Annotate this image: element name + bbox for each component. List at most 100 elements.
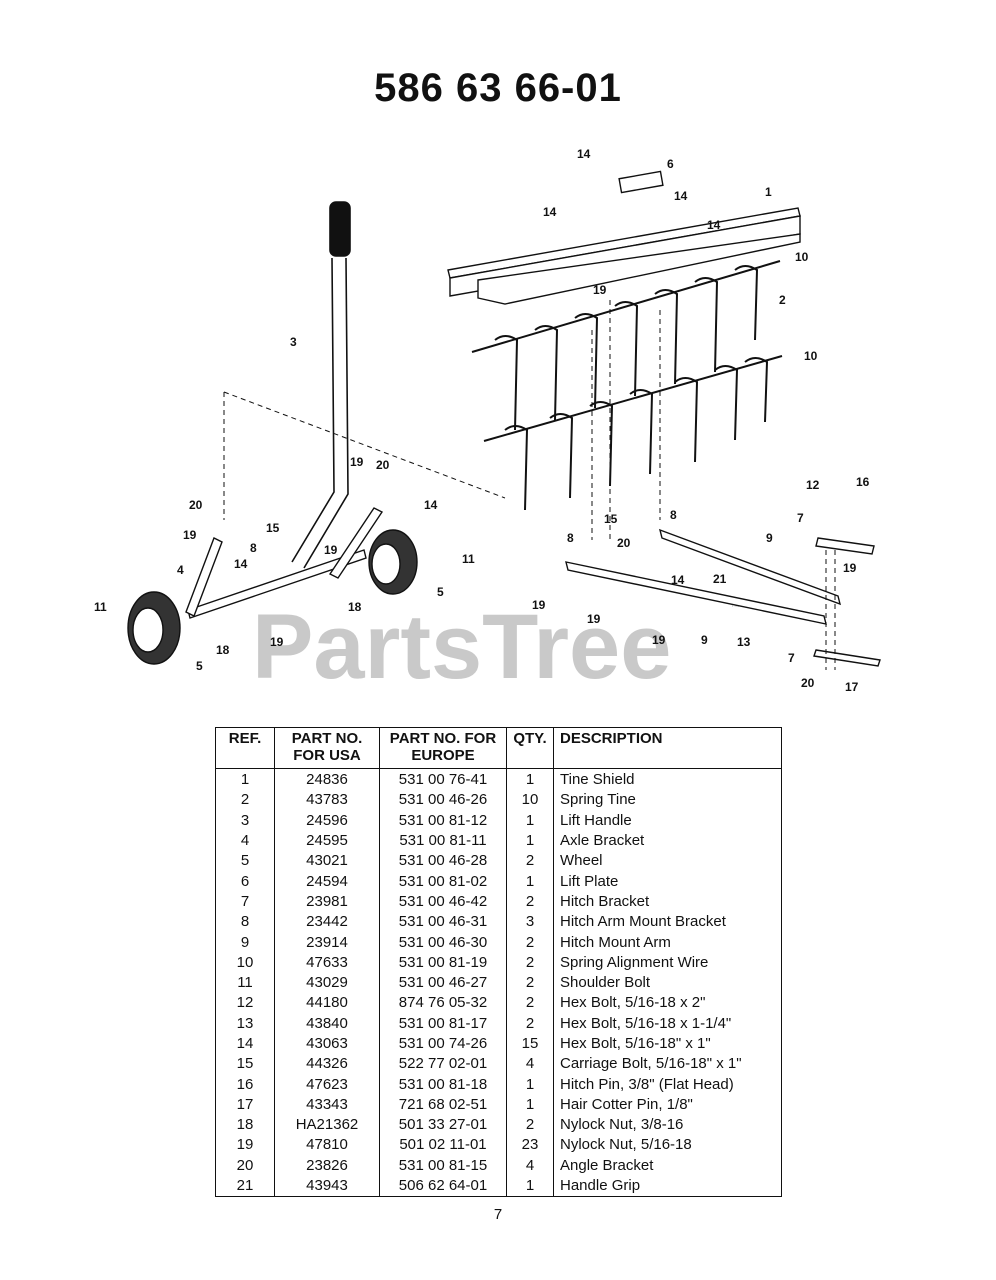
table-cell-ref: 10 <box>215 952 275 973</box>
callout-19b: 19 <box>350 455 364 469</box>
table-cell-europe: 531 00 81-19 <box>379 952 507 973</box>
callout-14b: 14 <box>674 189 688 203</box>
table-cell-usa: 44326 <box>274 1054 380 1075</box>
table-cell-desc: Hitch Arm Mount Bracket <box>553 912 782 933</box>
table-cell-ref: 5 <box>215 851 275 872</box>
callout-14g: 14 <box>671 573 685 587</box>
table-cell-usa: 43783 <box>274 790 380 811</box>
header-ref: REF. <box>215 727 275 769</box>
table-cell-ref: 14 <box>215 1033 275 1055</box>
table-cell-desc: Nylock Nut, 3/8-16 <box>553 1115 782 1136</box>
table-cell-usa: 23442 <box>274 912 380 933</box>
table-cell-ref: 2 <box>215 790 275 811</box>
table-cell-ref: 17 <box>215 1094 275 1116</box>
table-cell-usa: 47633 <box>274 952 380 973</box>
callout-8a: 8 <box>250 541 257 555</box>
table-cell-qty: 2 <box>506 851 554 872</box>
table-cell-desc: Spring Alignment Wire <box>553 952 782 973</box>
table-cell-usa: 24836 <box>274 768 380 791</box>
callout-8b: 8 <box>567 531 574 545</box>
callout-19e: 19 <box>270 635 284 649</box>
alignment-lines <box>223 300 836 670</box>
table-cell-usa: 43029 <box>274 972 380 994</box>
table-cell-europe: 531 00 81-17 <box>379 1013 507 1034</box>
table-cell-europe: 874 76 05-32 <box>379 993 507 1014</box>
page-number: 7 <box>493 1206 503 1223</box>
table-cell-europe: 531 00 46-27 <box>379 972 507 994</box>
callout-9a: 9 <box>766 531 773 545</box>
table-cell-usa: 43063 <box>274 1033 380 1055</box>
table-cell-usa: 24594 <box>274 871 380 892</box>
callout-19g: 19 <box>587 612 601 626</box>
table-cell-ref: 3 <box>215 810 275 831</box>
table-cell-qty: 1 <box>506 871 554 892</box>
table-cell-europe: 531 00 76-41 <box>379 768 507 791</box>
table-cell-ref: 11 <box>215 972 275 994</box>
parts-diagram-svg: PartsTree ™ <box>94 147 881 698</box>
table-cell-ref: 13 <box>215 1013 275 1034</box>
table-cell-ref: 8 <box>215 912 275 933</box>
table-cell-ref: 9 <box>215 932 275 953</box>
table-cell-ref: 7 <box>215 891 275 913</box>
table-cell-desc: Hex Bolt, 5/16-18" x 1" <box>553 1033 782 1055</box>
callout-18b: 18 <box>348 600 362 614</box>
table-cell-usa: 44180 <box>274 993 380 1014</box>
table-cell-ref: 4 <box>215 830 275 852</box>
callout-12: 12 <box>806 478 820 492</box>
axle-bracket-drawing <box>185 507 384 619</box>
table-cell-europe: 506 62 64-01 <box>379 1175 507 1197</box>
table-cell-desc: Angle Bracket <box>553 1155 782 1176</box>
callout-17: 17 <box>845 680 859 694</box>
callout-20d: 21 <box>713 572 727 586</box>
table-cell-usa: 47623 <box>274 1074 380 1095</box>
table-cell-europe: 531 00 46-28 <box>379 851 507 872</box>
callout-20a: 20 <box>189 498 203 512</box>
callout-20c: 20 <box>617 536 631 550</box>
table-cell-qty: 2 <box>506 1115 554 1136</box>
table-cell-qty: 4 <box>506 1155 554 1176</box>
table-cell-desc: Hex Bolt, 5/16-18 x 2" <box>553 993 782 1014</box>
table-cell-ref: 12 <box>215 993 275 1014</box>
table-cell-qty: 2 <box>506 932 554 953</box>
table-cell-usa: 43021 <box>274 851 380 872</box>
table-cell-europe: 501 02 11-01 <box>379 1135 507 1156</box>
callout-19d: 19 <box>324 543 338 557</box>
callout-19j: 20 <box>801 676 815 690</box>
table-cell-desc: Lift Plate <box>553 871 782 892</box>
callout-18a: 18 <box>216 643 230 657</box>
callout-14d: 14 <box>707 218 721 232</box>
table-cell-qty: 2 <box>506 952 554 973</box>
callout-19f: 19 <box>532 598 546 612</box>
table-cell-desc: Shoulder Bolt <box>553 972 782 994</box>
table-cell-desc: Hex Bolt, 5/16-18 x 1-1/4" <box>553 1013 782 1034</box>
callout-11a: 11 <box>94 600 107 614</box>
table-cell-ref: 15 <box>215 1054 275 1075</box>
table-cell-qty: 2 <box>506 891 554 913</box>
table-cell-desc: Spring Tine <box>553 790 782 811</box>
table-cell-qty: 1 <box>506 1094 554 1116</box>
table-cell-usa: HA21362 <box>274 1115 380 1136</box>
table-cell-usa: 24596 <box>274 810 380 831</box>
table-cell-ref: 20 <box>215 1155 275 1176</box>
callout-9b: 9 <box>701 633 708 647</box>
callout-2: 2 <box>779 293 786 307</box>
callout-3: 3 <box>290 335 297 349</box>
table-cell-desc: Wheel <box>553 851 782 872</box>
table-cell-europe: 531 00 46-31 <box>379 912 507 933</box>
header-description: DESCRIPTION <box>553 727 782 769</box>
table-cell-usa: 23981 <box>274 891 380 913</box>
